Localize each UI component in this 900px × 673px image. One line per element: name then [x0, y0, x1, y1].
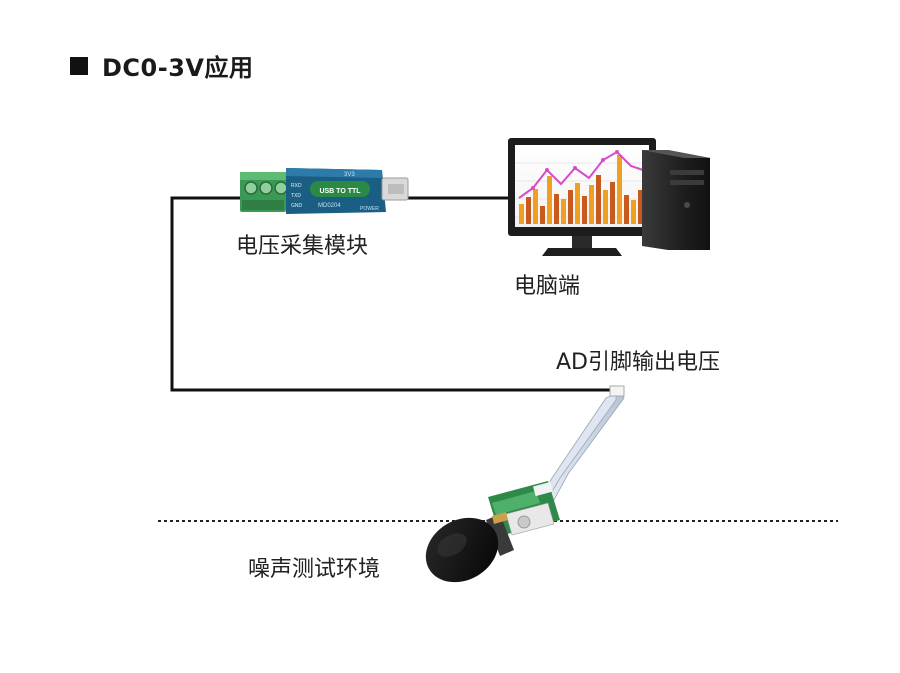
module-pin-txd: TXD	[291, 193, 301, 199]
module-badge-text: USB TO TTL	[319, 188, 361, 195]
module-top-text: 3V3	[344, 172, 355, 178]
noise-sensor-image	[425, 385, 625, 583]
module-power-text: POWER	[360, 206, 379, 212]
ad-pin-label: AD引脚输出电压	[556, 350, 720, 375]
module-pin-gnd: GND	[291, 203, 303, 209]
heading: DC0-3V应用	[70, 48, 253, 83]
usb-module-image: USB TO TTL MD0204 3V3 POWER RXD TXD GND	[240, 168, 409, 214]
pc-label: 电脑端	[514, 274, 581, 299]
page-title: DC0-3V应用	[102, 54, 254, 82]
desktop-computer-image	[508, 138, 710, 256]
connection-wires	[170, 196, 620, 392]
voltage-module-label: 电压采集模块	[236, 234, 369, 259]
module-pin-rxd: RXD	[291, 183, 302, 189]
environment-label: 噪声测试环境	[248, 557, 381, 582]
heading-square-icon	[70, 56, 88, 75]
module-model-text: MD0204	[318, 203, 341, 209]
wire-module-to-sensor	[170, 196, 620, 392]
